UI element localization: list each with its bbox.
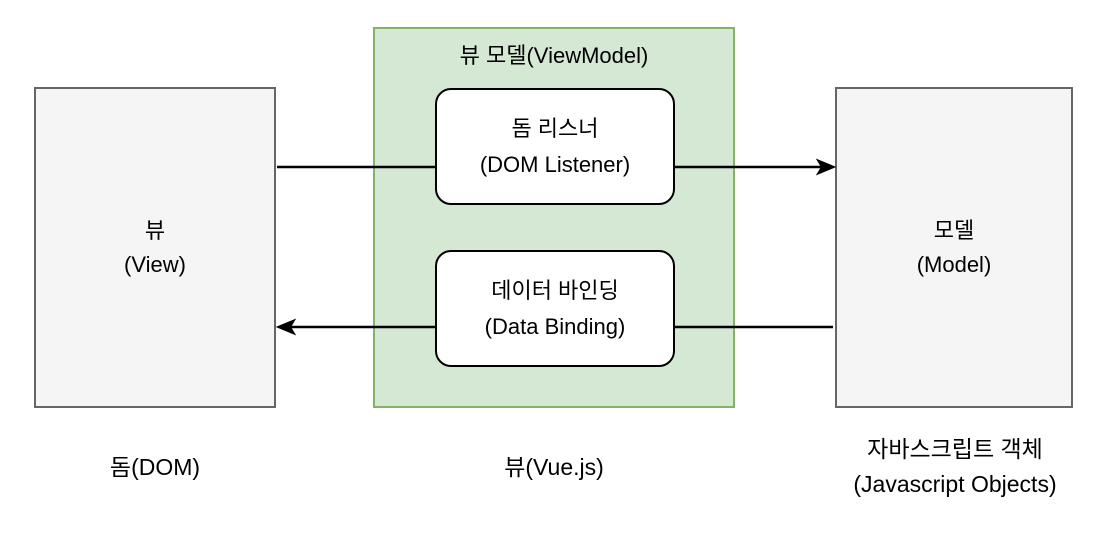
caption-dom: 돔(DOM)	[109, 454, 201, 480]
arrowhead-right-icon	[815, 158, 837, 176]
model-box: 모델 (Model)	[835, 87, 1073, 408]
model-box-label-en: (Model)	[916, 251, 992, 277]
dom-listener-box: 돔 리스너 (DOM Listener)	[435, 88, 675, 205]
caption-js-objects-line2: (Javascript Objects)	[853, 471, 1057, 497]
view-box-label-en: (View)	[124, 251, 186, 277]
data-binding-box: 데이터 바인딩 (Data Binding)	[435, 250, 675, 367]
view-box-label-ko: 뷰	[144, 217, 166, 243]
model-box-label-ko: 모델	[933, 217, 975, 243]
arrowhead-left-icon	[275, 318, 297, 336]
dom-listener-label-ko: 돔 리스너	[511, 115, 599, 141]
view-box: 뷰 (View)	[34, 87, 276, 408]
caption-js-objects-line1: 자바스크립트 객체	[867, 436, 1043, 462]
data-binding-label-ko: 데이터 바인딩	[491, 277, 619, 303]
data-binding-label-en: (Data Binding)	[484, 313, 626, 339]
caption-js-objects: 자바스크립트 객체 (Javascript Objects)	[775, 432, 1114, 502]
viewmodel-title: 뷰 모델(ViewModel)	[459, 43, 649, 68]
caption-vue: 뷰(Vue.js)	[504, 454, 604, 480]
dom-listener-label-en: (DOM Listener)	[479, 151, 631, 177]
